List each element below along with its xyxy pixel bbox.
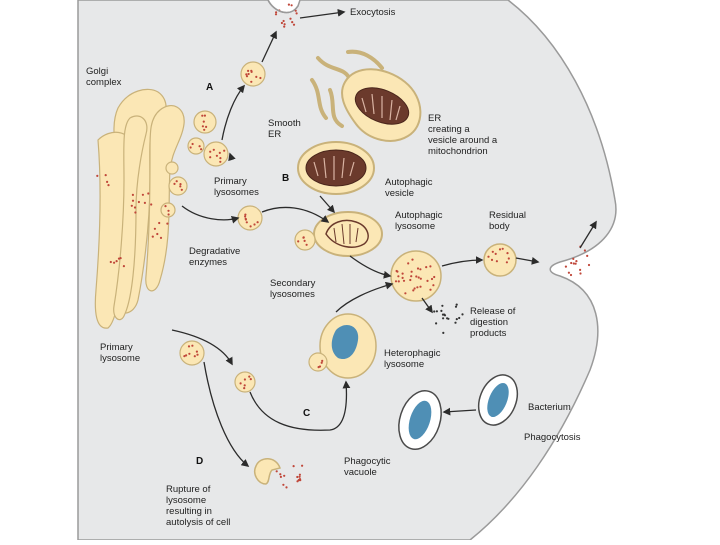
label-secondary-lysosomes: Secondary lysosomes [270,278,315,300]
step-b: B [282,173,289,184]
label-autophagic-lysosome: Autophagic lysosome [395,210,443,232]
label-primary-lysosome: Primary lysosome [100,342,140,364]
label-phagocytosis: Phagocytosis [524,432,581,443]
step-a: A [206,82,213,93]
label-heterophagic-lysosome: Heterophagic lysosome [384,348,441,370]
label-degradative-enzymes: Degradative enzymes [189,246,240,268]
step-c: C [303,408,310,419]
autophagic-vesicle [298,142,374,194]
label-er-vesicle: ER creating a vesicle around a mitochond… [428,113,497,157]
label-smooth-er: Smooth ER [268,118,301,140]
label-phagocytic-vacuole: Phagocytic vacuole [344,456,390,478]
step-d: D [196,456,203,467]
label-primary-lysosomes: Primary lysosomes [214,176,259,198]
label-release-products: Release of digestion products [470,306,515,339]
label-bacterium: Bacterium [528,402,571,413]
label-golgi-complex: Golgi complex [86,66,121,88]
label-rupture: Rupture of lysosome resulting in autolys… [166,484,230,528]
label-residual-body: Residual body [489,210,526,232]
label-autophagic-vesicle: Autophagic vesicle [385,177,433,199]
label-exocytosis: Exocytosis [350,7,395,18]
